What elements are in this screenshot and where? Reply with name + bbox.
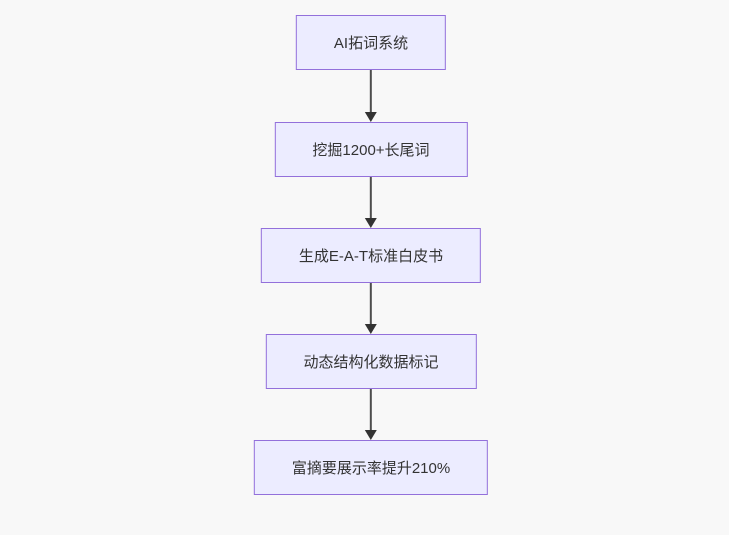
flow-node-rich-snippet-result: 富摘要展示率提升210% [253,440,489,495]
arrow-head-icon [365,430,377,440]
down-arrow-4 [364,389,378,440]
down-arrow-3 [364,283,378,334]
arrow-head-icon [365,218,377,228]
arrow-line [370,177,372,218]
arrow-line [370,70,372,112]
down-arrow-1 [364,70,378,122]
down-arrow-2 [364,177,378,228]
arrow-head-icon [365,112,377,122]
arrow-head-icon [365,324,377,334]
flow-node-structured-data-markup: 动态结构化数据标记 [265,334,477,389]
arrow-line [370,389,372,430]
flowchart: AI拓词系统 挖掘1200+长尾词 生成E-A-T标准白皮书 动态结构化数据标记… [253,15,489,495]
arrow-line [370,283,372,324]
flow-node-ai-keyword-system: AI拓词系统 [295,15,447,70]
flow-node-longtail-mining: 挖掘1200+长尾词 [274,122,468,177]
flow-node-eat-whitepaper: 生成E-A-T标准白皮书 [260,228,482,283]
